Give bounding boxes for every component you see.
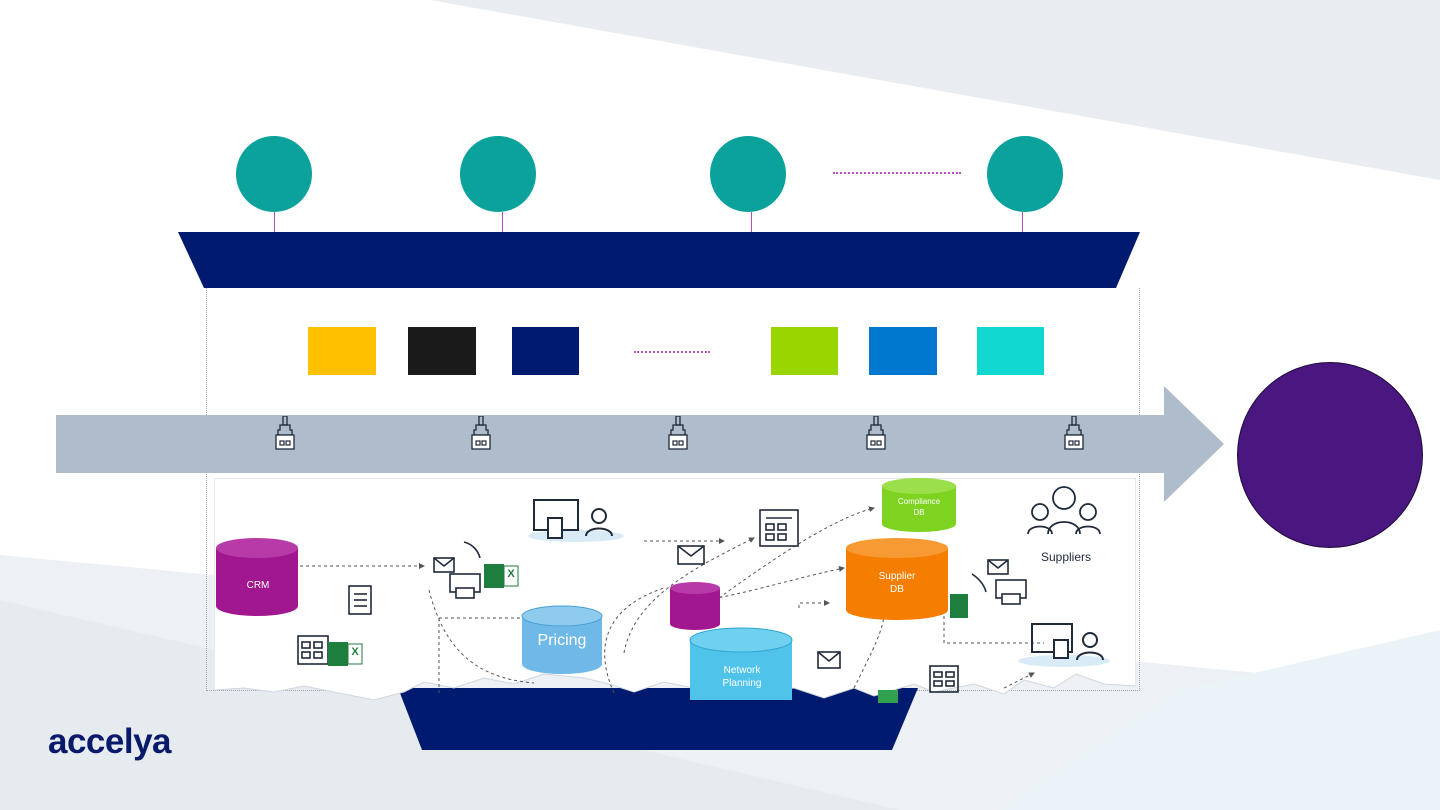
- plug-icon: [866, 416, 886, 450]
- desktop-user-icon: [528, 499, 624, 542]
- plug-icon: [275, 416, 295, 450]
- plug-icon: [668, 416, 688, 450]
- plug-icon: [1064, 416, 1084, 450]
- supplier-db-line2: DB: [890, 584, 904, 595]
- base-bar: [398, 688, 918, 750]
- accelya-logo: accelya: [48, 722, 172, 761]
- top-node-3: [710, 136, 786, 212]
- cyan-square: [977, 327, 1044, 375]
- navy-square: [512, 327, 579, 375]
- compliance-db-line2: DB: [913, 508, 925, 517]
- printer-phone-icon: [971, 573, 1027, 605]
- pricing-database: [521, 605, 603, 674]
- node-connector-4: [1022, 212, 1023, 234]
- network-planning-line2: Planning: [722, 678, 762, 689]
- top-node-4: [987, 136, 1063, 212]
- crm-label: CRM: [246, 580, 270, 591]
- suppliers-label: Suppliers: [1040, 550, 1092, 564]
- excel-icon: [950, 594, 968, 618]
- node-connector-2: [502, 212, 503, 234]
- suppliers-icon: [1027, 486, 1101, 535]
- form-icon: [929, 665, 959, 693]
- compliance-database: [882, 478, 956, 532]
- crm-database: [216, 538, 298, 616]
- yellow-square: [308, 327, 376, 375]
- legacy-systems-panel: CRM Pricing Network Planning Supplier DB…: [214, 478, 1136, 703]
- envelope-icon: [817, 651, 841, 669]
- plug-icon: [471, 416, 491, 450]
- excel-icon: [878, 690, 898, 703]
- supplier-db-label: Supplier DB: [846, 570, 948, 596]
- excel-icon: [328, 642, 363, 666]
- black-square: [408, 327, 476, 375]
- platform-bar: [178, 232, 1140, 288]
- excel-icon: [484, 564, 519, 588]
- node-connector-1: [274, 212, 275, 234]
- supplier-database: [846, 538, 948, 620]
- excel-mark: X: [351, 646, 359, 658]
- network-planning-label: Network Planning: [692, 664, 792, 690]
- envelope-icon: [433, 557, 455, 573]
- compliance-db-line1: Compliance: [897, 497, 941, 506]
- top-node-1: [236, 136, 312, 212]
- middle-ellipsis-dots: [634, 351, 710, 353]
- supplier-db-line1: Supplier: [878, 571, 916, 582]
- result-circle: [1237, 362, 1423, 548]
- top-node-2: [460, 136, 536, 212]
- pricing-label: Pricing: [537, 632, 587, 649]
- desktop-user-icon: [1018, 623, 1110, 667]
- network-planning-database: [689, 627, 793, 700]
- form-icon: [759, 509, 799, 547]
- small-database: [670, 582, 720, 630]
- node-connector-3: [751, 212, 752, 234]
- envelope-icon: [677, 545, 705, 565]
- flow-arrow: [56, 386, 1224, 502]
- printer-phone-icon: [449, 541, 481, 599]
- excel-mark: X: [507, 568, 515, 580]
- green-square: [771, 327, 838, 375]
- legacy-diagram: [214, 478, 1136, 703]
- top-ellipsis-dots: [833, 172, 961, 174]
- compliance-db-label: Compliance DB: [882, 496, 956, 518]
- checklist-icon: [348, 585, 372, 615]
- blue-square: [869, 327, 937, 375]
- envelope-icon: [987, 559, 1009, 575]
- form-icon: [297, 635, 329, 665]
- network-planning-line1: Network: [723, 665, 761, 676]
